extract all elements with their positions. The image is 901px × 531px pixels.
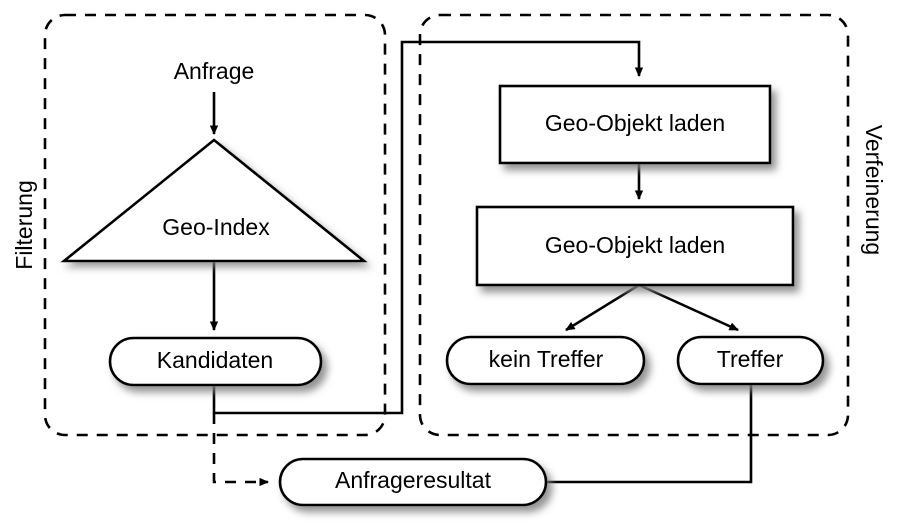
node-geo-objekt-laden-1: Geo-Objekt laden xyxy=(498,84,772,165)
group-verfeinerung: Verfeinerung xyxy=(418,13,887,437)
group-verfeinerung-label: Verfeinerung xyxy=(861,125,887,255)
node-treffer: Treffer xyxy=(676,335,825,386)
node-geo-objekt-laden-1-shape xyxy=(498,84,772,165)
group-filterung: Filterung xyxy=(11,13,387,437)
node-geo-objekt-laden-1-label: Geo-Objekt laden xyxy=(545,110,725,136)
group-verfeinerung-border xyxy=(418,13,850,437)
edge-geo-objekt-laden-2-to-treffer xyxy=(638,283,739,332)
edge-kandidaten-to-geo-objekt-laden-1 xyxy=(212,40,644,415)
group-filterung-border xyxy=(43,13,387,437)
group-filterung-label: Filterung xyxy=(11,180,37,269)
node-anfrage: Anfrage xyxy=(174,58,255,84)
node-treffer-shape xyxy=(676,335,825,386)
node-kein-treffer-label: kein Treffer xyxy=(489,346,604,372)
node-geo-index: Geo-Index xyxy=(60,138,368,263)
node-kein-treffer-shape xyxy=(445,335,646,386)
edge-kandidaten-to-anfrageresultat xyxy=(212,413,269,487)
node-anfrage-label: Anfrage xyxy=(174,58,255,84)
node-kein-treffer: kein Treffer xyxy=(445,335,646,386)
node-anfrageresultat: Anfrageresultat xyxy=(278,457,548,507)
node-treffer-label: Treffer xyxy=(717,346,784,372)
node-geo-index-label: Geo-Index xyxy=(162,214,270,240)
node-kandidaten-shape xyxy=(108,336,323,387)
node-kandidaten-label: Kandidaten xyxy=(157,347,273,373)
node-geo-objekt-laden-2-label: Geo-Objekt laden xyxy=(545,232,725,258)
node-anfrageresultat-label: Anfrageresultat xyxy=(335,467,492,493)
node-geo-objekt-laden-2-shape xyxy=(475,205,795,287)
node-anfrageresultat-shape xyxy=(278,457,548,507)
node-kandidaten: Kandidaten xyxy=(108,336,323,387)
node-geo-objekt-laden-2: Geo-Objekt laden xyxy=(475,205,795,287)
edge-geo-objekt-laden-2-to-kein-treffer xyxy=(565,283,640,332)
node-geo-index-shape xyxy=(60,138,368,263)
edge-treffer-to-anfrageresultat xyxy=(547,383,753,484)
